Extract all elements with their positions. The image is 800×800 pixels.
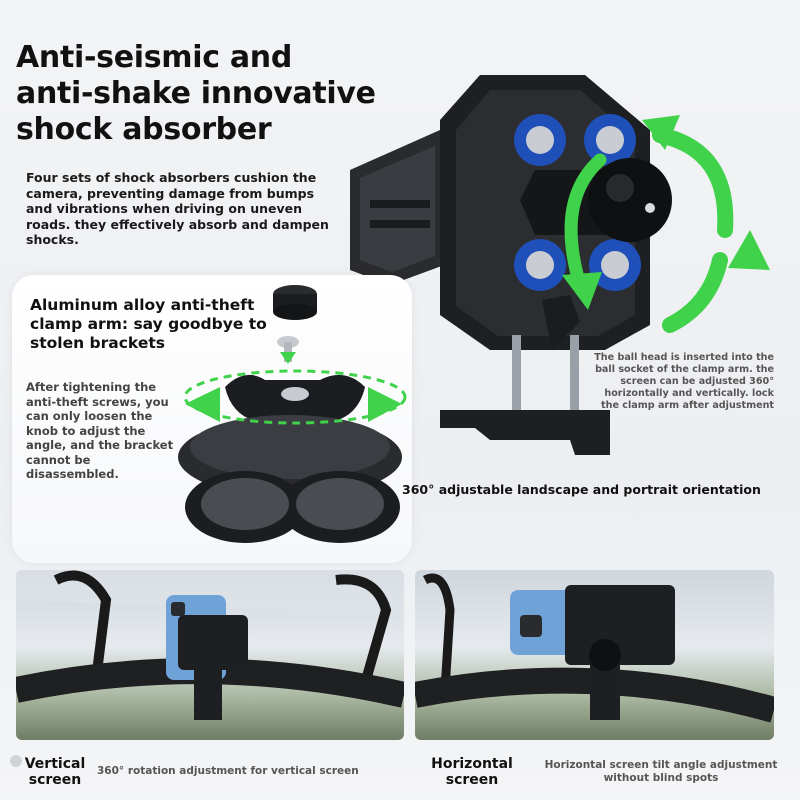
intro-text: Four sets of shock absorbers cushion the… bbox=[26, 170, 329, 247]
ball-head bbox=[588, 158, 672, 242]
anti-theft-knob-illustration bbox=[178, 285, 407, 543]
vertical-title-line-1: Vertical bbox=[24, 756, 86, 772]
headline-line-1: Anti-seismic and bbox=[16, 40, 293, 75]
clamp-arm-note: After tightening the anti-theft screws, … bbox=[26, 380, 174, 481]
anti-theft-cap-icon bbox=[273, 285, 317, 320]
vertical-caption-desc: 360° rotation adjustment for vertical sc… bbox=[97, 765, 359, 777]
horizontal-title-line-2: screen bbox=[445, 772, 499, 788]
rotate-arrow-icon bbox=[562, 115, 770, 333]
horizontal-title-line-1: Horizontal bbox=[431, 756, 513, 772]
headline: Anti-seismic and anti-shake innovative s… bbox=[16, 40, 396, 148]
damper-top-left bbox=[514, 114, 566, 166]
knob bbox=[225, 374, 365, 422]
vertical-title-line-2: screen bbox=[28, 772, 82, 788]
headline-line-3: shock absorber bbox=[16, 112, 272, 147]
side-clamp-block bbox=[350, 130, 458, 285]
horizontal-caption-desc: Horizontal screen tilt angle adjustment … bbox=[544, 759, 778, 784]
rotate-dashed-arrow-icon bbox=[183, 352, 407, 425]
damper-bottom-left bbox=[514, 239, 566, 291]
vertical-mount-scene bbox=[16, 570, 404, 720]
bottom-clamp-arm bbox=[440, 295, 610, 455]
horizontal-caption-title: Horizontal screen bbox=[424, 756, 520, 788]
clamp-arm-title: Aluminum alloy anti-theft clamp arm: say… bbox=[30, 296, 267, 352]
vertical-caption-title: Vertical screen bbox=[18, 756, 92, 788]
shock-absorber-mount-illustration bbox=[350, 75, 770, 455]
horizontal-mount-scene bbox=[415, 573, 774, 723]
clamp-base bbox=[178, 415, 402, 543]
damper-bottom-right bbox=[589, 239, 641, 291]
ball-head-note: The ball head is inserted into the ball … bbox=[594, 352, 774, 411]
orientation-label: 360° adjustable landscape and portrait o… bbox=[402, 482, 761, 497]
horizontal-screen-photo bbox=[415, 570, 774, 740]
vertical-screen-photo bbox=[16, 570, 404, 740]
headline-line-2: anti-shake innovative bbox=[16, 76, 376, 111]
damper-top-right bbox=[584, 114, 636, 166]
pager-dot bbox=[10, 755, 22, 767]
